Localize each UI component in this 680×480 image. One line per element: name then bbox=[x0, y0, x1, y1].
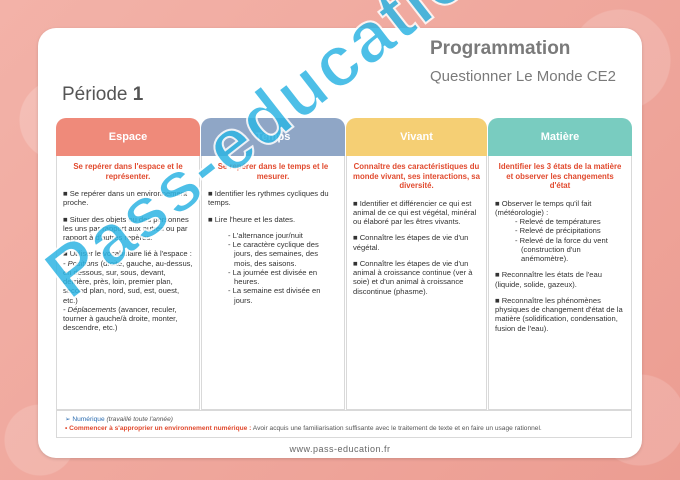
list-item: ■ Se repérer dans un environnement proch… bbox=[63, 189, 188, 208]
sub-item: - Relevé de la force du vent (constructi… bbox=[515, 235, 608, 264]
sub-item: - Le caractère cyclique des jours, des s… bbox=[228, 240, 319, 268]
sub-item: - La semaine est divisée en jours. bbox=[228, 286, 321, 305]
periode-text: Période bbox=[62, 84, 128, 105]
list-item: ■ Connaître les étapes de vie d'un anima… bbox=[353, 258, 473, 296]
list-item: ■ Identifier les rythmes cycliques du te… bbox=[208, 189, 329, 208]
text-deplacements: (avancer, reculer, tourner à gauche/à dr… bbox=[63, 304, 178, 333]
column-header-vivant: Vivant bbox=[346, 118, 487, 156]
column-body-vivant: Connaître des caractéristiques du monde … bbox=[346, 156, 487, 410]
list-item: ■ Lire l'heure et les dates. bbox=[208, 214, 296, 224]
objective-label: • Commencer à s'approprier un environnem… bbox=[65, 425, 252, 433]
column-body-espace: Se repérer dans l'espace et le représent… bbox=[56, 156, 200, 410]
column-espace: Espace Se repérer dans l'espace et le re… bbox=[56, 118, 200, 410]
column-header-matiere: Matière bbox=[488, 118, 632, 156]
numerique-objective: • Commencer à s'approprier un environnem… bbox=[65, 424, 623, 433]
periode-label: Période 1 bbox=[62, 84, 143, 106]
list-item-positions: - Positions (droite, gauche, au-dessus, … bbox=[63, 259, 193, 305]
column-header-temps: Temps bbox=[201, 118, 345, 156]
numerique-line: ➢ Numérique (travaillé toute l'année) bbox=[65, 415, 623, 424]
numerique-box: ➢ Numérique (travaillé toute l'année) • … bbox=[56, 410, 632, 438]
label-deplacements: - Déplacements bbox=[63, 304, 117, 314]
section-title: Se repérer dans le temps et le mesurer. bbox=[217, 162, 329, 181]
text-positions: (droite, gauche, au-dessus, en dessous, … bbox=[63, 258, 193, 305]
section-title: Identifier les 3 états de la matière et … bbox=[498, 162, 622, 190]
list-item: ■ Reconnaître les états de l'eau (liquid… bbox=[495, 270, 602, 289]
periode-number: 1 bbox=[132, 84, 144, 105]
site-url: www.pass-education.fr bbox=[289, 444, 391, 454]
label-positions: - Positions bbox=[63, 258, 99, 268]
page-title: Programmation bbox=[430, 38, 571, 59]
page-subtitle: Questionner Le Monde CE2 bbox=[430, 68, 616, 85]
sub-item: - Relevé de précipitations bbox=[515, 226, 601, 236]
list-item: ■ Situer des objets ou des personnes les… bbox=[63, 214, 189, 243]
list-item: ■ Identifier et différencier ce qui est … bbox=[353, 198, 477, 227]
numerique-note: (travaillé toute l'année) bbox=[104, 416, 173, 423]
list-item-deplacements: - Déplacements (avancer, reculer, tourne… bbox=[63, 305, 193, 333]
list-item: ■ Connaître les étapes de vie d'un végét… bbox=[353, 233, 469, 252]
column-body-temps: Se repérer dans le temps et le mesurer. … bbox=[201, 156, 345, 410]
column-temps: Temps Se repérer dans le temps et le mes… bbox=[201, 118, 345, 410]
list-item: ■ Reconnaître les phénomènes physiques d… bbox=[495, 295, 623, 333]
list-item: ■ Utiliser le vocabulaire lié à l'espace… bbox=[63, 249, 192, 259]
section-title: Se repérer dans l'espace et le représent… bbox=[73, 162, 183, 181]
list-item: ■ Observer le temps qu'il fait (météorol… bbox=[495, 198, 592, 217]
sub-item: - L'alternance jour/nuit bbox=[228, 230, 303, 240]
column-header-espace: Espace bbox=[56, 118, 200, 156]
sub-item: - Relevé de températures bbox=[515, 217, 601, 226]
numerique-label: ➢ Numérique bbox=[65, 416, 105, 423]
column-body-matiere: Identifier les 3 états de la matière et … bbox=[488, 156, 632, 410]
sub-item: - La journée est divisée en heures. bbox=[228, 267, 318, 286]
objective-text: Avoir acquis une familiarisation suffisa… bbox=[251, 425, 542, 433]
section-title: Connaître des caractéristiques du monde … bbox=[353, 162, 480, 190]
column-matiere: Matière Identifier les 3 états de la mat… bbox=[488, 118, 632, 410]
column-vivant: Vivant Connaître des caractéristiques du… bbox=[346, 118, 487, 410]
